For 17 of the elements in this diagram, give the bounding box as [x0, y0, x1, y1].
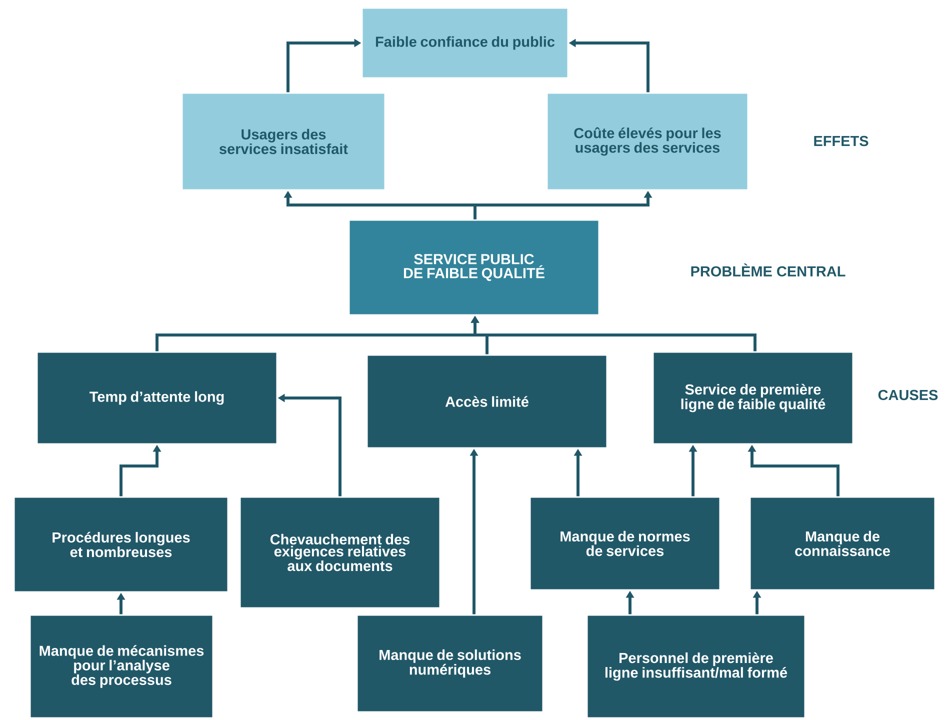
cause-box: Procédures longues et nombreuses — [13, 496, 229, 593]
cause-box: Manque de normes de services — [529, 496, 721, 591]
cause-box: Manque de mécanismes pour l’analyse des processus — [29, 614, 214, 719]
effect-box: Usagers des services insatisfait — [181, 92, 386, 191]
section-label: PROBLÈME CENTRAL — [691, 264, 846, 276]
cause-box: Chevauchement des exigences relatives aux documents — [239, 496, 441, 609]
problem-box: SERVICE PUBLIC DE FAIBLE QUALITÉ — [348, 219, 600, 316]
cause-box: Accès limité — [366, 354, 608, 449]
cause-box: Manque de solutions numériques — [356, 614, 544, 713]
cause-box: Manque de connaissance — [749, 496, 936, 591]
effect-box: Coûte élevés pour les usagers des services — [546, 92, 749, 191]
section-label: EFFETS — [814, 136, 868, 146]
cause-box: Temp d’attente long — [36, 351, 278, 445]
cause-box: Service de première ligne de faible qualité — [652, 351, 854, 445]
section-label: CAUSES — [878, 390, 938, 400]
effect-box: Faible confiance du public — [361, 7, 569, 79]
cause-box: Personnel de première ligne insuffisant/mal formé — [586, 614, 806, 719]
